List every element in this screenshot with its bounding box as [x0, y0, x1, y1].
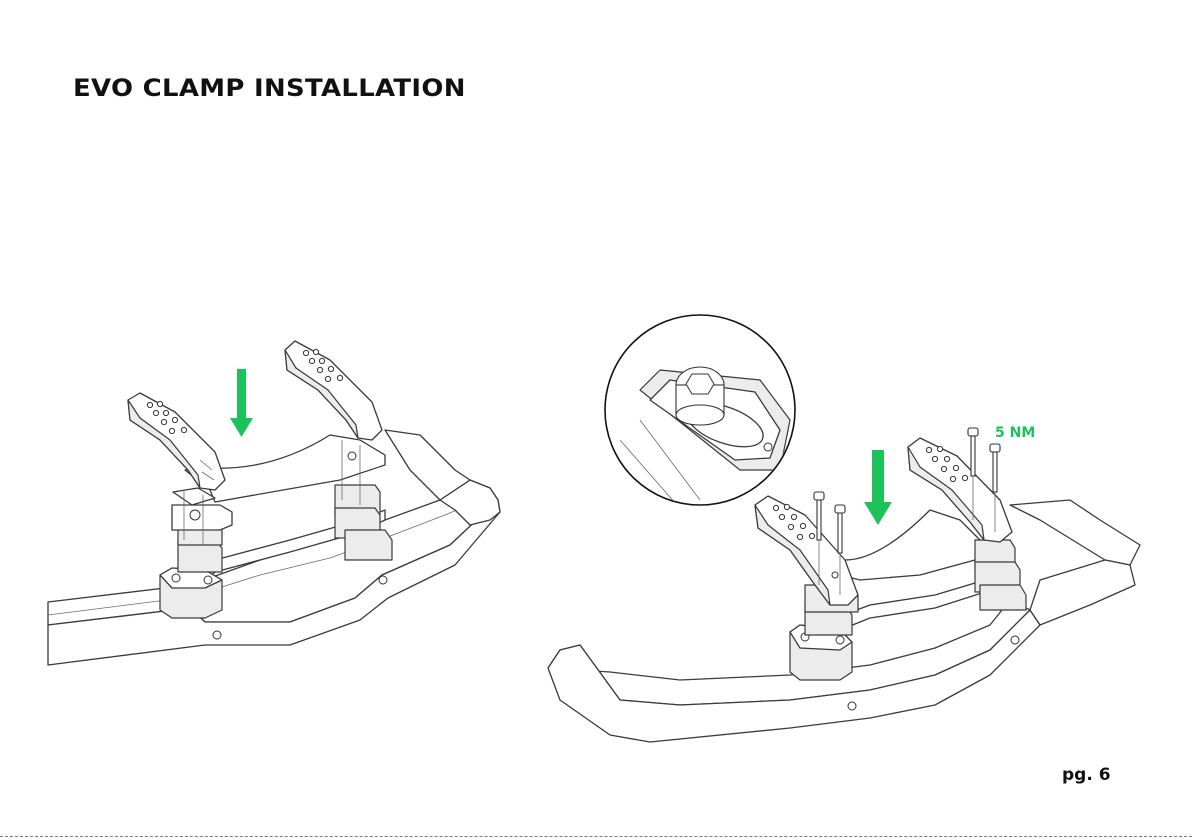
down-arrow-icon — [230, 369, 253, 437]
page-bottom-divider — [0, 836, 1192, 837]
left-riser-stack — [160, 505, 232, 618]
page-number: pg. 6 — [1062, 765, 1111, 785]
torque-spec-label: 5 NM — [995, 425, 1035, 441]
down-arrow-icon — [864, 450, 892, 525]
assembled-right-stack — [975, 540, 1026, 610]
exploded-view-figure — [48, 341, 500, 665]
assembled-bridge-plate — [840, 510, 980, 580]
bolt-detail-magnifier — [605, 315, 795, 520]
